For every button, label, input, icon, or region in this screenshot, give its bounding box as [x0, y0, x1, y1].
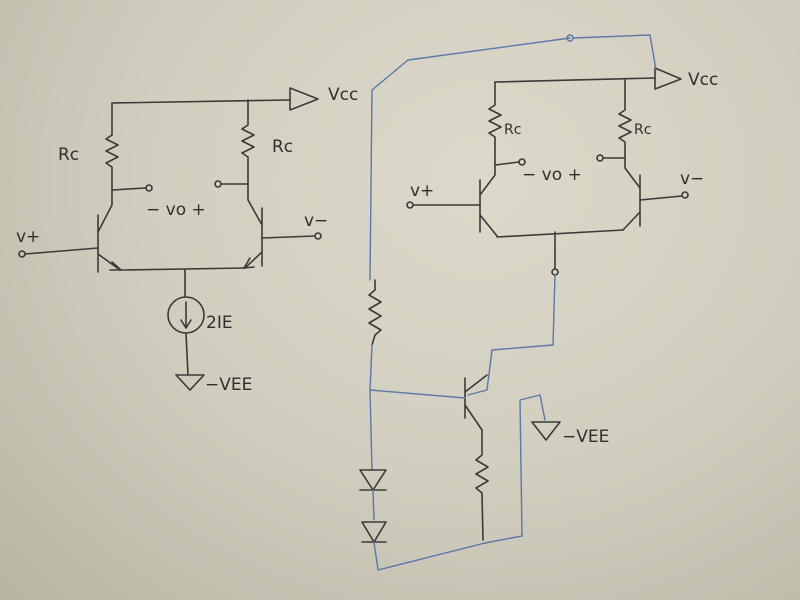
bias-transistor	[464, 374, 488, 431]
vee-ground-icon	[175, 374, 205, 391]
input-minus-terminal	[314, 232, 322, 240]
current-source-label: 2IE	[206, 313, 233, 333]
emitter-arrow-icon	[243, 257, 255, 269]
output-terminal-right	[214, 180, 222, 188]
vcc-wire	[494, 77, 656, 83]
transistor-right	[244, 183, 263, 269]
input-plus-terminal	[406, 201, 414, 209]
resistor-rc-right	[618, 79, 632, 159]
output-terminal-left	[145, 184, 153, 192]
vee-wire	[185, 332, 189, 376]
emitter-bus	[119, 267, 246, 271]
vcc-arrow-icon	[654, 67, 682, 90]
vee-blue-wire	[484, 394, 546, 544]
rc-left-label: Rc	[58, 145, 79, 165]
tail-blue-wire	[467, 274, 556, 396]
output-label: − vo +	[146, 200, 206, 220]
bias-resistor	[368, 279, 382, 346]
vcc-blue-wire	[572, 34, 657, 71]
resistor-rc-right	[241, 99, 255, 185]
output-terminal-left	[518, 158, 526, 166]
transistor-left	[479, 164, 498, 237]
current-arrow-icon	[180, 301, 192, 329]
input-plus-wire	[24, 247, 99, 255]
input-minus-label: v−	[680, 169, 704, 189]
rc-right-label: Rc	[634, 122, 651, 138]
resistor-rc-left	[105, 102, 119, 191]
emitter-bus	[496, 229, 624, 238]
input-minus-wire	[639, 195, 683, 201]
collector-left-wire	[111, 187, 146, 191]
input-minus-wire	[261, 235, 316, 239]
vcc-label: Vcc	[688, 70, 718, 90]
emitter-resistor	[475, 429, 489, 541]
input-plus-terminal	[18, 250, 26, 258]
output-label: − vo +	[522, 165, 582, 185]
collector-left-wire	[494, 161, 520, 166]
vcc-label: Vcc	[328, 85, 358, 105]
tail-terminal	[551, 268, 559, 276]
transistor-left	[97, 189, 121, 273]
vee-label: −VEE	[562, 427, 609, 447]
bias-blue-wire-mid	[369, 344, 466, 471]
diode-wire	[372, 489, 375, 521]
vcc-arrow-icon	[289, 87, 319, 111]
diode-2-icon	[361, 521, 387, 543]
diode-1-icon	[359, 469, 387, 491]
bias-blue-wire-top	[369, 37, 571, 281]
input-plus-label: v+	[410, 181, 434, 201]
output-terminal-right	[596, 154, 604, 162]
input-plus-label: v+	[16, 227, 40, 247]
transistor-right	[622, 157, 641, 231]
resistor-rc-left	[488, 81, 502, 166]
vee-label: −VEE	[205, 375, 252, 395]
left-differential-pair: Vcc Rc Rc − vo + v+ v− 2IE −VEE	[16, 85, 358, 395]
vcc-wire	[111, 99, 291, 104]
vee-ground-icon	[531, 421, 561, 441]
bottom-blue-wire	[373, 541, 486, 571]
input-minus-label: v−	[304, 211, 328, 231]
rc-left-label: Rc	[504, 122, 521, 138]
input-minus-terminal	[681, 191, 689, 199]
rc-right-label: Rc	[272, 137, 293, 157]
right-differential-pair: Vcc Rc Rc − vo + v+ v− −VEE	[359, 34, 718, 571]
